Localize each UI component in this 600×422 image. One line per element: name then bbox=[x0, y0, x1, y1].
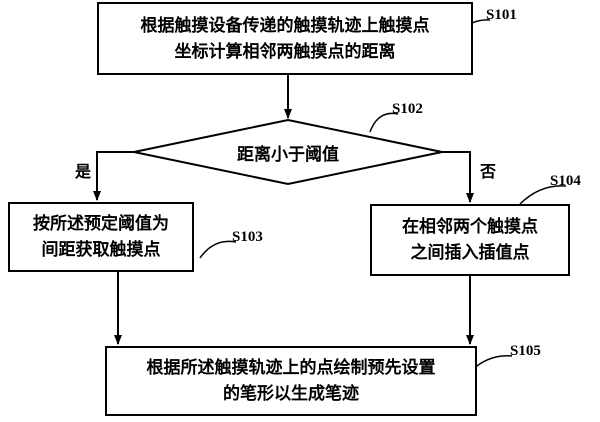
step-label-s105: S105 bbox=[510, 343, 541, 359]
step-label-s102: S102 bbox=[392, 101, 423, 117]
step-box-s104: 在相邻两个触摸点 之间插入插值点 bbox=[370, 204, 570, 276]
step-box-s101: 根据触摸设备传递的触摸轨迹上触摸点 坐标计算相邻两触摸点的距离 bbox=[97, 2, 473, 75]
step-text-line: 根据所述触摸轨迹上的点绘制预先设置 bbox=[146, 358, 436, 378]
decision-diamond bbox=[133, 118, 443, 186]
arrow-yes-branch bbox=[93, 151, 134, 201]
step-label-s104: S104 bbox=[550, 173, 581, 189]
step-text-line: 间距获取触摸点 bbox=[41, 240, 161, 260]
step-text-line: 按所述预定阈值为 bbox=[33, 214, 169, 234]
branch-label-yes: 是 bbox=[75, 162, 92, 181]
step-text-line: 之间插入插值点 bbox=[410, 243, 530, 263]
arrow-no-branch bbox=[442, 151, 474, 203]
leader-s102 bbox=[369, 112, 399, 133]
branch-label-no: 否 bbox=[480, 162, 497, 181]
step-box-s103: 按所述预定阈值为 间距获取触摸点 bbox=[8, 202, 194, 272]
decision-text: 距离小于阈值 bbox=[237, 145, 339, 165]
step-text-line: 在相邻两个触摸点 bbox=[402, 217, 538, 237]
step-label-s103: S103 bbox=[232, 229, 263, 245]
step-text-line: 根据触摸设备传递的触摸轨迹上触摸点 bbox=[140, 15, 430, 36]
step-box-s105: 根据所述触摸轨迹上的点绘制预先设置 的笔形以生成笔迹 bbox=[105, 346, 477, 416]
leader-s103 bbox=[199, 240, 237, 259]
leader-s104 bbox=[519, 185, 567, 205]
step-text-line: 的笔形以生成笔迹 bbox=[223, 384, 359, 404]
step-text-line: 坐标计算相邻两触摸点的距离 bbox=[174, 41, 396, 62]
step-label-s101: S101 bbox=[486, 7, 517, 23]
